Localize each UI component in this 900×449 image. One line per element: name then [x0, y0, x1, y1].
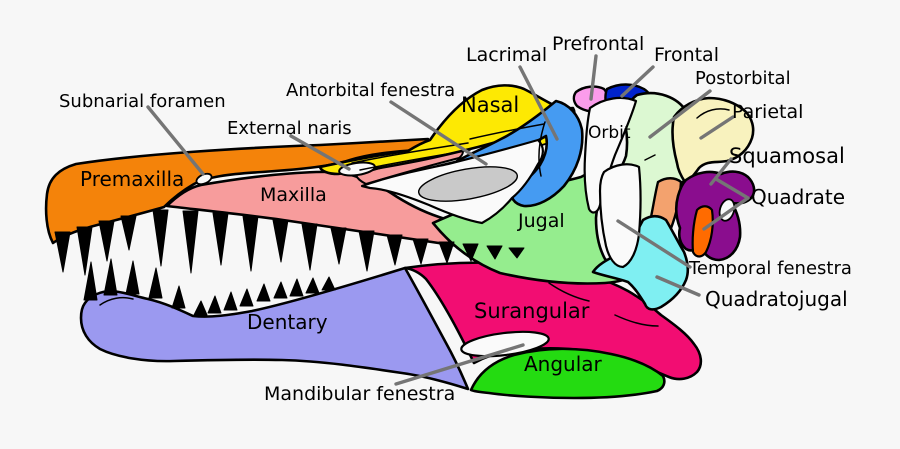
leader-subnarial-foramen [146, 105, 205, 176]
surangular-ridge-2 [614, 314, 659, 327]
angular-bone [469, 347, 666, 400]
leader-quadrate-upper [714, 177, 750, 200]
leader-external-naris [289, 134, 351, 171]
lower-teeth [83, 258, 336, 316]
label-antorbital-fenestra: Antorbital fenestra [286, 80, 456, 101]
label-surangular: Surangular [474, 299, 590, 323]
leader-quadratojugal [655, 275, 701, 297]
label-jugal: Jugal [518, 210, 565, 232]
nasal-striation-2 [359, 149, 471, 171]
label-orbit: Orbit [588, 123, 631, 143]
label-subnarial-foramen: Subnarial foramen [59, 91, 226, 112]
label-nasal: Nasal [461, 93, 520, 117]
leader-lines [146, 54, 750, 386]
leader-temporal-fenestra [616, 219, 692, 269]
leader-lacrimal [518, 65, 559, 141]
label-quadrate: Quadrate [751, 185, 845, 209]
leader-parietal [699, 115, 735, 140]
label-parietal: Parietal [732, 101, 804, 123]
leader-prefrontal [589, 54, 598, 101]
dentary-ridge [99, 296, 134, 306]
temporal-fenestra-opening [598, 163, 642, 269]
label-quadratojugal: Quadratojugal [705, 287, 848, 311]
label-maxilla: Maxilla [260, 184, 327, 206]
label-mandibular-fenestra: Mandibular fenestra [264, 383, 456, 405]
parietal-ridge [696, 108, 730, 119]
leader-quadrate-lower [702, 196, 750, 231]
leader-mandibular-fenestra [394, 343, 525, 386]
antorbital-recess [417, 166, 519, 202]
mandibular-fenestra-opening [460, 330, 550, 358]
nasal-striation-3 [469, 123, 545, 140]
lacrimal-ridge [538, 121, 546, 177]
label-frontal: Frontal [654, 44, 719, 66]
quadratojugal-bone [591, 214, 690, 311]
surangular-ridge-1 [548, 282, 590, 302]
label-postorbital: Postorbital [695, 68, 791, 89]
label-external-naris: External naris [227, 118, 352, 139]
label-angular: Angular [524, 352, 602, 376]
leader-squamosal [709, 157, 733, 186]
leader-antorbital-fenestra [389, 100, 488, 166]
label-temporal-fenestra: Temporal fenestra [689, 258, 852, 279]
label-prefrontal: Prefrontal [552, 33, 645, 55]
label-dentary: Dentary [247, 310, 328, 334]
upper-teeth [54, 209, 525, 276]
leader-frontal [620, 65, 655, 98]
leader-postorbital [648, 89, 712, 139]
postorbital-mark [644, 154, 656, 161]
squamosal-quadrate-bone [674, 170, 756, 262]
label-premaxilla: Premaxilla [80, 167, 185, 191]
dentary-bone [79, 266, 470, 391]
quadrate-bone [691, 205, 714, 258]
label-lacrimal: Lacrimal [466, 44, 548, 66]
label-squamosal: Squamosal [729, 144, 845, 168]
